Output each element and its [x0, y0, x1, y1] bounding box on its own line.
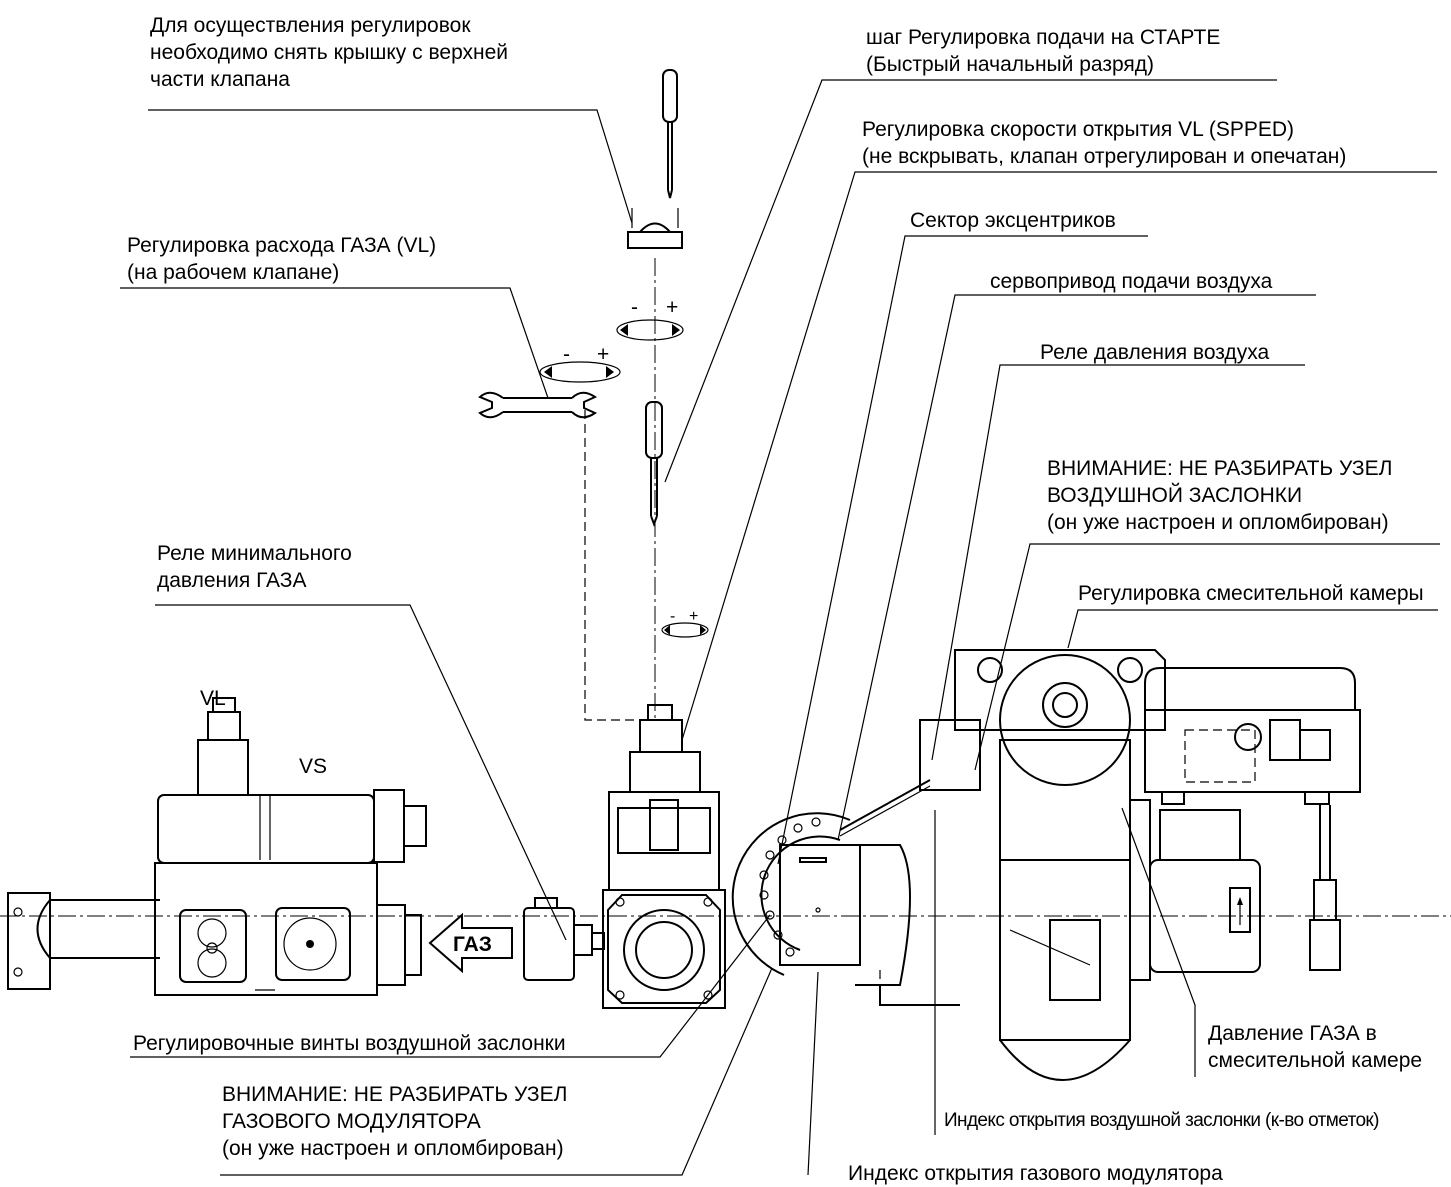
air-damper-warning-line-3: (он уже настроен и опломбирован)	[1047, 511, 1389, 534]
multibloc-gas-valve	[154, 697, 427, 996]
min-gas-pressure-relay	[523, 897, 605, 981]
air-damper-warning-line-2: ВОЗДУШНОЙ ЗАСЛОНКИ	[1047, 484, 1303, 507]
cam-sector	[731, 812, 861, 976]
cover-note-line-3: части клапана	[150, 68, 290, 91]
gas-pressure-chamber-label: Давление ГАЗА в смесительной камере	[1208, 1020, 1422, 1074]
gas-arrow-label: ГАЗ	[453, 933, 492, 956]
start-step-label: шаг Регулировка подачи на СТАРТЕ (Быстры…	[866, 24, 1220, 78]
minus-sign: -	[563, 343, 570, 366]
plus-sign: +	[689, 608, 699, 625]
mixing-chamber-adjust-label: Регулировка смесительной камеры	[1078, 582, 1424, 605]
plus-sign: +	[597, 343, 610, 366]
cam-sector-label: Сектор эксцентриков	[910, 209, 1116, 232]
cover-note-line-1: Для осуществления регулировок	[150, 14, 471, 37]
modulator-warning-line-3: (он уже настроен и опломбирован)	[222, 1137, 564, 1160]
top-screwdriver-icon	[662, 69, 678, 199]
air-servo-label: сервопривод подачи воздуха	[990, 270, 1273, 293]
minus-sign: -	[670, 608, 676, 625]
speed-adjust-line-1: Регулировка скорости открытия VL (SPPED)	[862, 118, 1295, 141]
inlet-flange	[7, 892, 160, 990]
valve-cover-icon	[627, 208, 683, 249]
vl-label: VL	[200, 687, 226, 710]
start-step-line-2: (Быстрый начальный разряд)	[866, 53, 1155, 76]
gas-pressure-line-2: смесительной камере	[1208, 1049, 1423, 1072]
rotation-arrow-icon	[661, 622, 709, 638]
gas-flow-line-2: (на рабочем клапане)	[127, 261, 340, 284]
plus-sign: +	[666, 296, 679, 319]
gas-flow-label: Регулировка расхода ГАЗА (VL) (на рабоче…	[127, 232, 436, 286]
vs-label: VS	[299, 755, 328, 778]
wrench-icon	[478, 391, 598, 419]
wrench-extension-line	[584, 410, 655, 721]
leader-lines	[120, 79, 1440, 1176]
start-step-line-1: шаг Регулировка подачи на СТАРТЕ	[866, 26, 1221, 49]
cable-connector	[1309, 805, 1341, 971]
damper-screws-label: Регулировочные винты воздушной заслонки	[133, 1032, 566, 1055]
gas-flow-line-1: Регулировка расхода ГАЗА (VL)	[127, 234, 437, 257]
modulator-warning-line-2: ГАЗОВОГО МОДУЛЯТОРА	[222, 1110, 481, 1133]
air-damper-housing	[839, 779, 960, 1006]
burner-body	[919, 649, 1166, 1081]
cover-note-line-2: необходимо снять крышку с верхней	[150, 41, 509, 64]
rotation-arrow-icon	[616, 319, 684, 341]
gas-direction-arrow	[428, 912, 513, 974]
modulator-warning: ВНИМАНИЕ: НЕ РАЗБИРАТЬ УЗЕЛ ГАЗОВОГО МОД…	[222, 1081, 567, 1162]
air-damper-warning: ВНИМАНИЕ: НЕ РАЗБИРАТЬ УЗЕЛ ВОЗДУШНОЙ ЗА…	[1047, 455, 1392, 536]
speed-adjust-label: Регулировка скорости открытия VL (SPPED)…	[862, 116, 1346, 170]
modulator-index-label: Индекс открытия газового модулятора	[848, 1162, 1223, 1185]
fan-motor	[1149, 809, 1261, 973]
min-gas-relay-label: Реле минимального давления ГАЗА	[157, 540, 352, 594]
middle-screwdriver-icon	[645, 401, 663, 527]
control-box	[1144, 667, 1361, 805]
gas-pressure-line-1: Давление ГАЗА в	[1208, 1022, 1377, 1045]
air-damper-warning-line-1: ВНИМАНИЕ: НЕ РАЗБИРАТЬ УЗЕЛ	[1047, 457, 1393, 480]
damper-index-label: Индекс открытия воздушной заслонки (к-во…	[944, 1110, 1379, 1131]
gas-modulator-valve	[602, 704, 726, 1009]
rotation-arrow-icon	[539, 361, 621, 383]
speed-adjust-line-2: (не вскрывать, клапан отрегулирован и оп…	[862, 145, 1347, 168]
cover-removal-note: Для осуществления регулировок необходимо…	[150, 12, 508, 93]
min-gas-relay-line-1: Реле минимального	[157, 542, 352, 565]
air-relay-label: Реле давления воздуха	[1040, 341, 1270, 364]
min-gas-relay-line-2: давления ГАЗА	[157, 569, 307, 592]
modulator-warning-line-1: ВНИМАНИЕ: НЕ РАЗБИРАТЬ УЗЕЛ	[222, 1083, 568, 1106]
minus-sign: -	[631, 296, 638, 319]
